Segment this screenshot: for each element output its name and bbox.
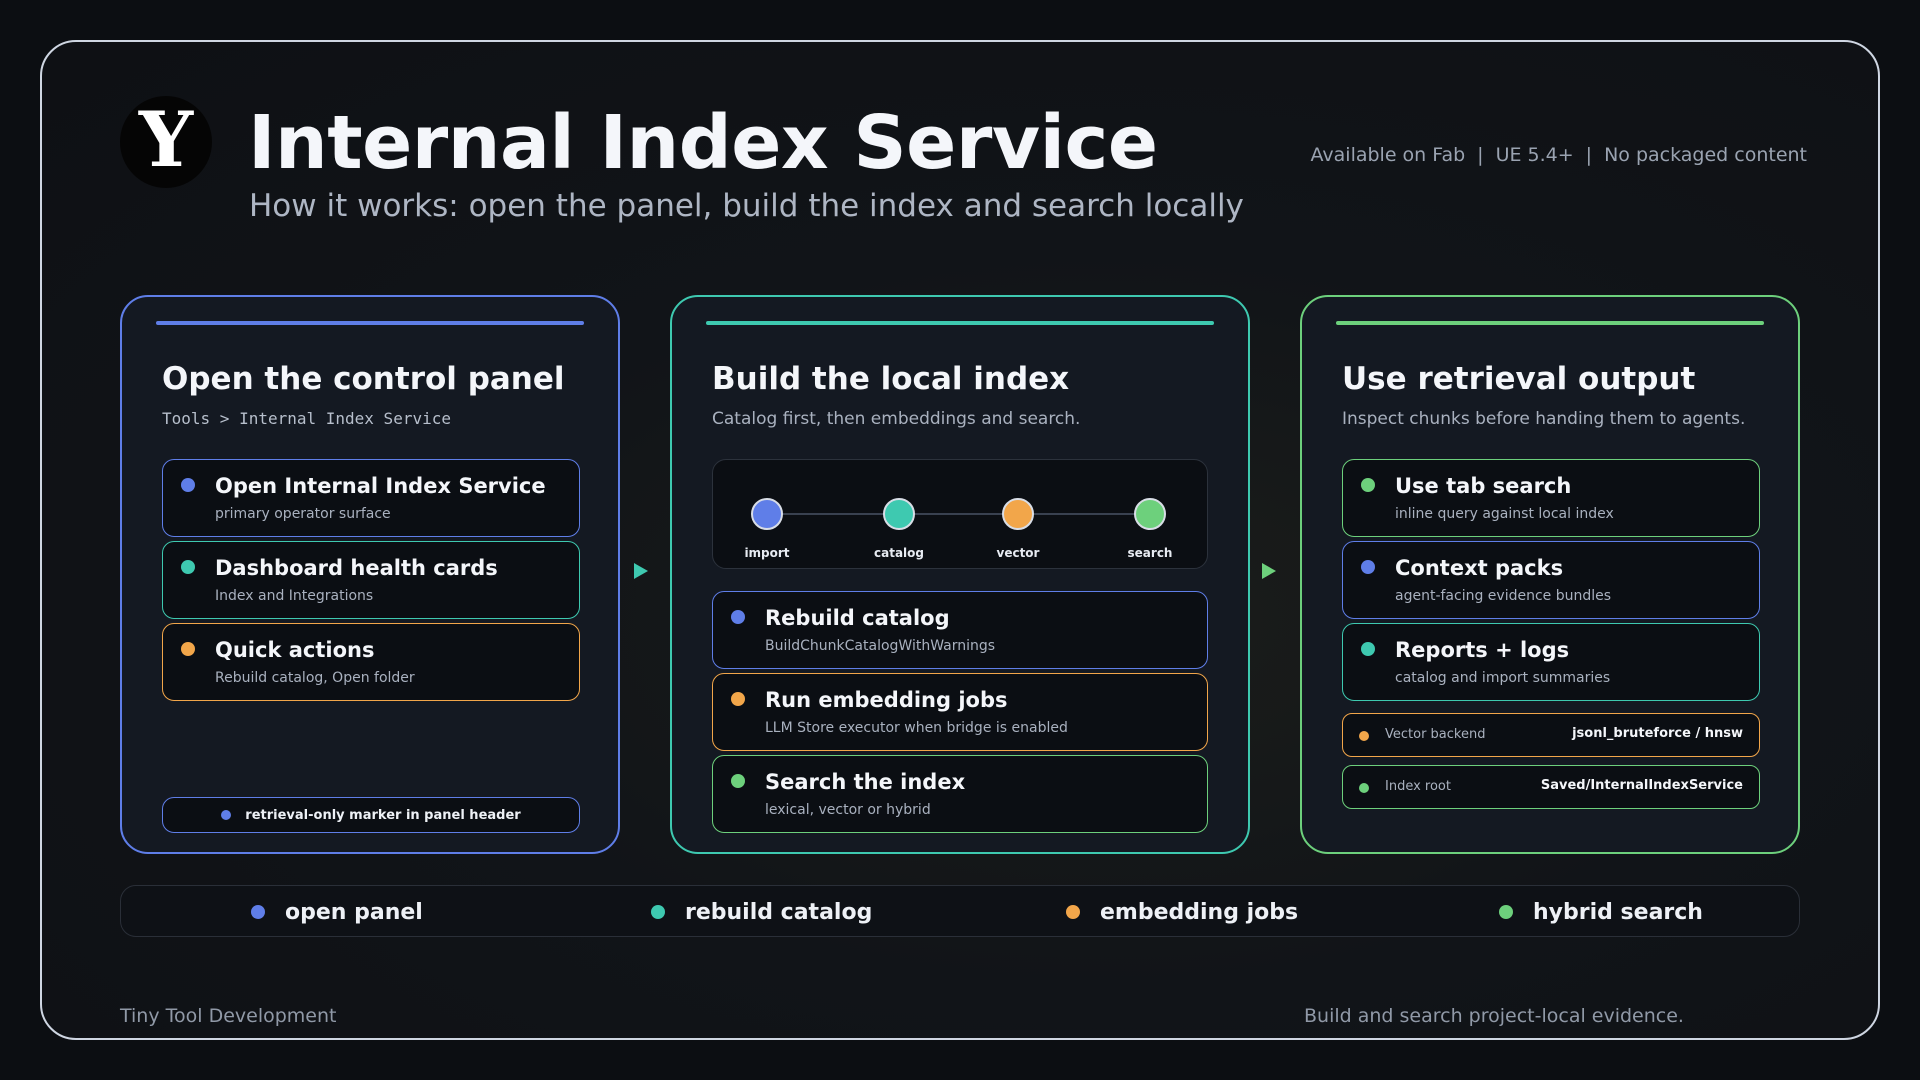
legend-dot xyxy=(1066,905,1080,919)
meta-separator: | xyxy=(1585,144,1593,166)
step-item: Rebuild catalog BuildChunkCatalogWithWar… xyxy=(712,591,1208,669)
card-menu-path: Tools > Internal Index Service xyxy=(162,409,451,428)
step-item: Quick actions Rebuild catalog, Open fold… xyxy=(162,623,580,701)
legend-item: rebuild catalog xyxy=(651,886,872,938)
legend-label: rebuild catalog xyxy=(685,899,873,925)
step-item: Reports + logs catalog and import summar… xyxy=(1342,623,1760,701)
item-subtitle: primary operator surface xyxy=(215,506,391,522)
status-dot xyxy=(731,692,745,706)
setting-vector-backend: Vector backend jsonl_bruteforce / hnsw xyxy=(1342,713,1760,757)
step-item: Run embedding jobs LLM Store executor wh… xyxy=(712,673,1208,751)
step-card-build-index: Build the local index Catalog first, the… xyxy=(670,295,1250,854)
setting-value: jsonl_bruteforce / hnsw xyxy=(1572,726,1743,741)
item-title: Quick actions xyxy=(215,638,375,662)
item-title: Rebuild catalog xyxy=(765,606,950,630)
item-title: Open Internal Index Service xyxy=(215,474,546,498)
legend-dot xyxy=(251,905,265,919)
status-dot xyxy=(181,560,195,574)
marker-dot xyxy=(221,810,232,820)
legend-bar: open panel rebuild catalog embedding job… xyxy=(120,885,1800,937)
legend-label: hybrid search xyxy=(1533,899,1703,925)
status-dot xyxy=(1361,642,1375,656)
footer-tagline: Build and search project-local evidence. xyxy=(1304,1005,1684,1027)
step-item: Context packs agent-facing evidence bund… xyxy=(1342,541,1760,619)
card-description: Inspect chunks before handing them to ag… xyxy=(1342,409,1746,429)
legend-item: embedding jobs xyxy=(1066,886,1298,938)
status-dot xyxy=(1361,478,1375,492)
meta-info: Available on Fab | UE 5.4+ | No packaged… xyxy=(1311,144,1807,166)
card-accent-bar xyxy=(706,321,1214,325)
pipeline-label: import xyxy=(744,546,790,560)
pipeline-node-import xyxy=(751,498,783,530)
pipeline-node-catalog xyxy=(883,498,915,530)
card-accent-bar xyxy=(1336,321,1764,325)
step-card-retrieval-output: Use retrieval output Inspect chunks befo… xyxy=(1300,295,1800,854)
setting-value: Saved/InternalIndexService xyxy=(1540,778,1743,793)
legend-label: open panel xyxy=(285,899,423,925)
status-dot xyxy=(731,610,745,624)
page-subtitle: How it works: open the panel, build the … xyxy=(249,188,1244,224)
meta-availability: Available on Fab xyxy=(1310,144,1466,166)
pipeline-connector xyxy=(769,513,1151,515)
card-description: Catalog first, then embeddings and searc… xyxy=(712,409,1081,429)
page-title: Internal Index Service xyxy=(248,100,1158,186)
status-dot xyxy=(1361,560,1375,574)
item-title: Dashboard health cards xyxy=(215,556,498,580)
pipeline-label: catalog xyxy=(874,546,924,560)
step-item: Dashboard health cards Index and Integra… xyxy=(162,541,580,619)
status-dot xyxy=(1359,731,1369,741)
setting-index-root: Index root Saved/InternalIndexService xyxy=(1342,765,1760,809)
flow-arrow-icon xyxy=(1262,563,1276,579)
retrieval-marker-pill: retrieval-only marker in panel header xyxy=(162,797,580,833)
pipeline-diagram: import catalog vector search xyxy=(712,459,1208,569)
legend-dot xyxy=(1499,905,1513,919)
item-subtitle: inline query against local index xyxy=(1395,506,1614,522)
item-subtitle: BuildChunkCatalogWithWarnings xyxy=(765,638,996,654)
legend-label: embedding jobs xyxy=(1100,899,1299,925)
card-accent-bar xyxy=(156,321,584,325)
item-subtitle: lexical, vector or hybrid xyxy=(765,802,931,818)
card-title: Open the control panel xyxy=(162,361,565,397)
status-dot xyxy=(181,478,195,492)
step-item: Open Internal Index Service primary oper… xyxy=(162,459,580,537)
step-card-open-panel: Open the control panel Tools > Internal … xyxy=(120,295,620,854)
item-subtitle: agent-facing evidence bundles xyxy=(1395,588,1612,604)
pipeline-label: search xyxy=(1127,546,1173,560)
item-subtitle: Index and Integrations xyxy=(215,588,374,604)
card-title: Build the local index xyxy=(712,361,1070,397)
item-subtitle: LLM Store executor when bridge is enable… xyxy=(765,720,1068,736)
legend-dot xyxy=(651,905,665,919)
step-item: Use tab search inline query against loca… xyxy=(1342,459,1760,537)
status-dot xyxy=(1359,783,1369,793)
legend-item: hybrid search xyxy=(1499,886,1703,938)
marker-label: retrieval-only marker in panel header xyxy=(245,807,521,823)
setting-key: Vector backend xyxy=(1385,727,1486,742)
setting-key: Index root xyxy=(1385,779,1451,794)
step-item: Search the index lexical, vector or hybr… xyxy=(712,755,1208,833)
meta-content-note: No packaged content xyxy=(1604,144,1807,166)
meta-separator: | xyxy=(1477,144,1484,166)
pipeline-node-vector xyxy=(1002,498,1034,530)
legend-item: open panel xyxy=(251,886,423,938)
item-title: Search the index xyxy=(765,770,966,794)
status-dot xyxy=(181,642,195,656)
flow-arrow-icon xyxy=(634,563,648,579)
footer-credit: Tiny Tool Development xyxy=(120,1005,337,1027)
pipeline-node-search xyxy=(1134,498,1166,530)
meta-engine-version: UE 5.4+ xyxy=(1495,144,1574,166)
brand-logo: Y xyxy=(120,96,212,188)
item-subtitle: Rebuild catalog, Open folder xyxy=(215,670,415,686)
pipeline-label: vector xyxy=(996,546,1040,560)
item-subtitle: catalog and import summaries xyxy=(1395,670,1611,686)
item-title: Reports + logs xyxy=(1395,638,1570,662)
card-title: Use retrieval output xyxy=(1342,361,1696,397)
status-dot xyxy=(731,774,745,788)
item-title: Run embedding jobs xyxy=(765,688,1008,712)
item-title: Use tab search xyxy=(1395,474,1572,498)
item-title: Context packs xyxy=(1395,556,1564,580)
